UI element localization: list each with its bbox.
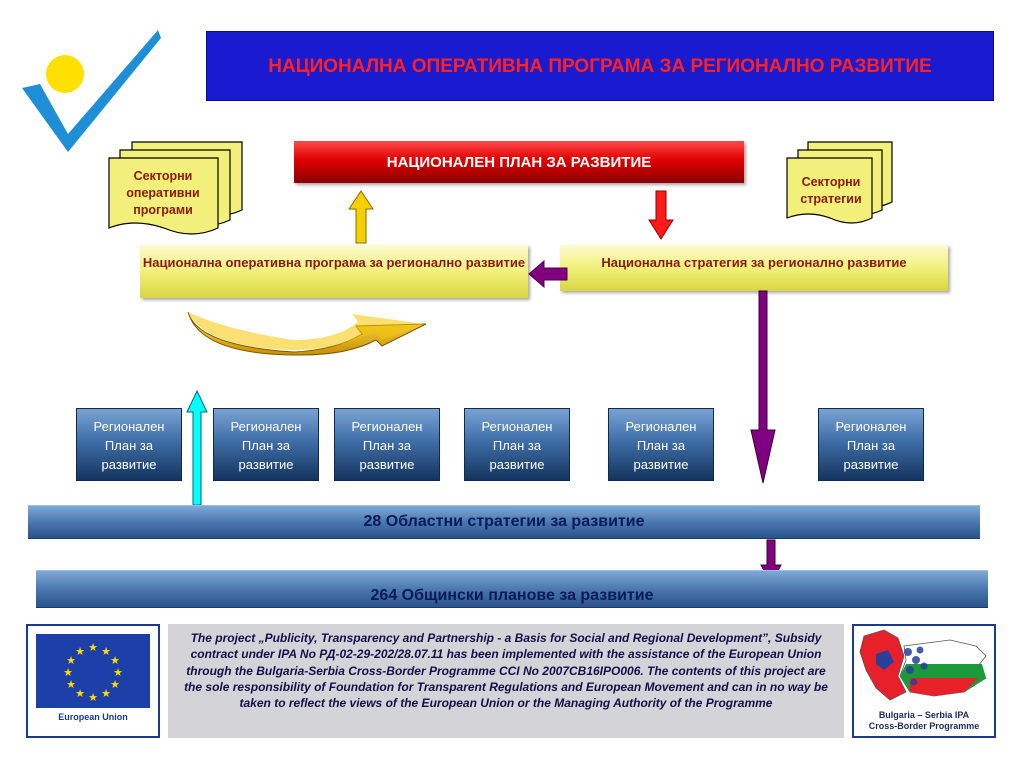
ipa-programme-logo: Bulgaria – Serbia IPA Cross-Border Progr… [852, 624, 996, 738]
logo-sun-icon [46, 55, 84, 93]
curved-arrow-gold-icon [186, 300, 434, 356]
svg-text:★: ★ [88, 641, 98, 654]
sector-programs-doc-stack: Секторни оперативни програми [108, 140, 244, 240]
svg-text:★: ★ [110, 654, 120, 667]
eu-label: European Union [58, 712, 128, 722]
national-plan-box: НАЦИОНАЛЕН ПЛАН ЗА РАЗВИТИЕ [294, 141, 744, 183]
municipal-plans-band: 264 Общински планове за развитие [36, 570, 988, 608]
ipa-label-line2: Cross-Border Programme [868, 721, 980, 731]
svg-text:★: ★ [66, 654, 76, 667]
national-strategy-box: Национална стратегия за регионално разви… [560, 245, 948, 291]
operational-program-box: Национална оперативна програма за регион… [140, 245, 528, 298]
up-arrow-cyan-icon [186, 389, 208, 506]
svg-text:★: ★ [63, 666, 73, 679]
regional-plan-box-1: Регионален План за развитие [76, 408, 182, 481]
svg-text:★: ★ [66, 678, 76, 691]
regional-plan-box-3: Регионален План за развитие [334, 408, 440, 481]
down-arrow-red-icon [648, 190, 674, 240]
svg-text:★: ★ [75, 687, 85, 700]
down-arrow-purple-long-icon [750, 290, 776, 484]
svg-text:★: ★ [101, 645, 111, 658]
svg-text:★: ★ [113, 666, 123, 679]
district-strategies-band: 28 Областни стратегии за развитие [28, 505, 980, 539]
regional-plan-box-6: Регионален План за развитие [818, 408, 924, 481]
regional-plan-box-4: Регионален План за развитие [464, 408, 570, 481]
ipa-label-line1: Bulgaria – Serbia IPA [878, 710, 970, 720]
eu-flag-icon: ★ ★ ★ ★ ★ ★ ★ ★ ★ ★ ★ ★ [36, 634, 150, 708]
sector-programs-label: Секторни оперативни програми [126, 169, 200, 217]
regional-plan-box-5: Регионален План за развитие [608, 408, 714, 481]
svg-text:★: ★ [101, 687, 111, 700]
ipa-programme-label: Bulgaria – Serbia IPA Cross-Border Progr… [854, 710, 994, 732]
page-title: НАЦИОНАЛНА ОПЕРАТИВНА ПРОГРАМА ЗА РЕГИОН… [206, 31, 994, 101]
svg-text:★: ★ [75, 645, 85, 658]
eu-logo: ★ ★ ★ ★ ★ ★ ★ ★ ★ ★ ★ ★ European Union [26, 624, 160, 738]
sector-strategies-doc-stack: Секторни стратегии [786, 140, 922, 240]
sector-strategies-label: Секторни стратегии [800, 175, 862, 206]
logo-check-icon [22, 30, 161, 152]
bulgaria-serbia-map-icon [859, 629, 987, 701]
logo-checkmark [18, 26, 164, 154]
up-arrow-yellow-icon [348, 190, 374, 244]
svg-text:★: ★ [88, 691, 98, 704]
left-arrow-purple-icon [528, 259, 568, 289]
project-disclaimer: The project „Publicity, Transparency and… [168, 624, 844, 738]
svg-text:★: ★ [110, 678, 120, 691]
regional-plan-box-2: Регионален План за развитие [213, 408, 319, 481]
document-stack-icon [108, 141, 243, 235]
document-stack-icon [786, 141, 893, 224]
